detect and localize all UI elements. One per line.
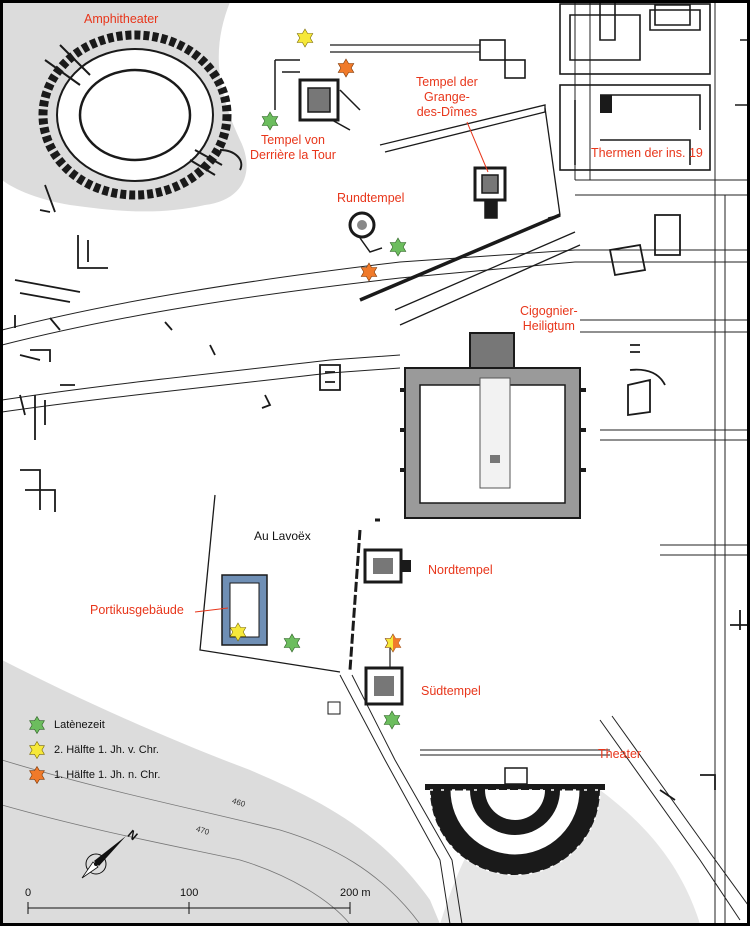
suedtempel-structure [327, 648, 404, 715]
label-thermen: Thermen der ins. 19 [591, 146, 703, 160]
contour-lines [1, 759, 421, 925]
legend-label-first-ad: 1. Hälfte 1. Jh. n. Chr. [54, 769, 161, 781]
star-green-icon [29, 716, 45, 734]
tempel-derriere-structure [274, 59, 361, 131]
label-au-lavoex: Au Lavoëx [254, 529, 311, 543]
scale-label-100: 100 [180, 887, 199, 899]
north-arrow [81, 836, 126, 879]
label-tempel-derriere: Tempel von Derrière la Tour [250, 133, 336, 162]
star-mixed-suedtempel [384, 633, 402, 653]
star-orange-icon [29, 766, 45, 784]
legend-item-first-ad: 1. Hälfte 1. Jh. n. Chr. [28, 766, 160, 784]
scale-label-0: 0 [25, 887, 32, 899]
legend-item-latene: Latènezeit [28, 716, 105, 734]
star-yellow-portikus [229, 622, 247, 642]
legend-item-first-bc: 2. Hälfte 1. Jh. v. Chr. [28, 741, 159, 759]
star-green-suedtempel [383, 710, 401, 730]
star-green-rundtempel [389, 237, 407, 257]
theater-structure [420, 749, 610, 876]
star-yellow-icon [29, 741, 45, 759]
dating-markers [229, 28, 407, 730]
thermen-block [600, 95, 612, 113]
tempel-grange-structure [473, 166, 507, 219]
label-portikusgebaeude: Portikusgebäude [90, 603, 184, 617]
star-green-portikus [283, 633, 301, 653]
scale-bar [27, 902, 351, 914]
leader-lines [194, 121, 489, 613]
precinct-walls [330, 44, 581, 326]
scale-label-200: 200 m [340, 887, 371, 899]
star-orange-rundtempel [360, 262, 378, 282]
label-tempel-grange: Tempel der Grange- des-Dîmes [416, 75, 478, 119]
scattered-remains [14, 184, 748, 801]
rundtempel-structure [348, 211, 383, 253]
star-orange-derriere [337, 58, 355, 78]
insulae-top-right [479, 2, 748, 171]
label-amphitheater: Amphitheater [84, 12, 159, 26]
portikus-precinct [199, 494, 380, 673]
star-green-derriere [261, 111, 279, 131]
star-yellow-derriere [296, 28, 314, 48]
label-theater: Theater [598, 747, 642, 761]
legend-label-first-bc: 2. Hälfte 1. Jh. v. Chr. [54, 744, 159, 756]
label-nordtempel: Nordtempel [428, 563, 493, 577]
cigognier-structure [400, 332, 586, 519]
label-suedtempel: Südtempel [421, 684, 481, 698]
amphitheater-structure [38, 30, 243, 200]
label-cigognier: Cigognier- Heiligtum [520, 304, 578, 333]
nordtempel-structure [363, 548, 411, 584]
label-rundtempel: Rundtempel [337, 191, 405, 205]
legend-label-latene: Latènezeit [54, 719, 105, 731]
